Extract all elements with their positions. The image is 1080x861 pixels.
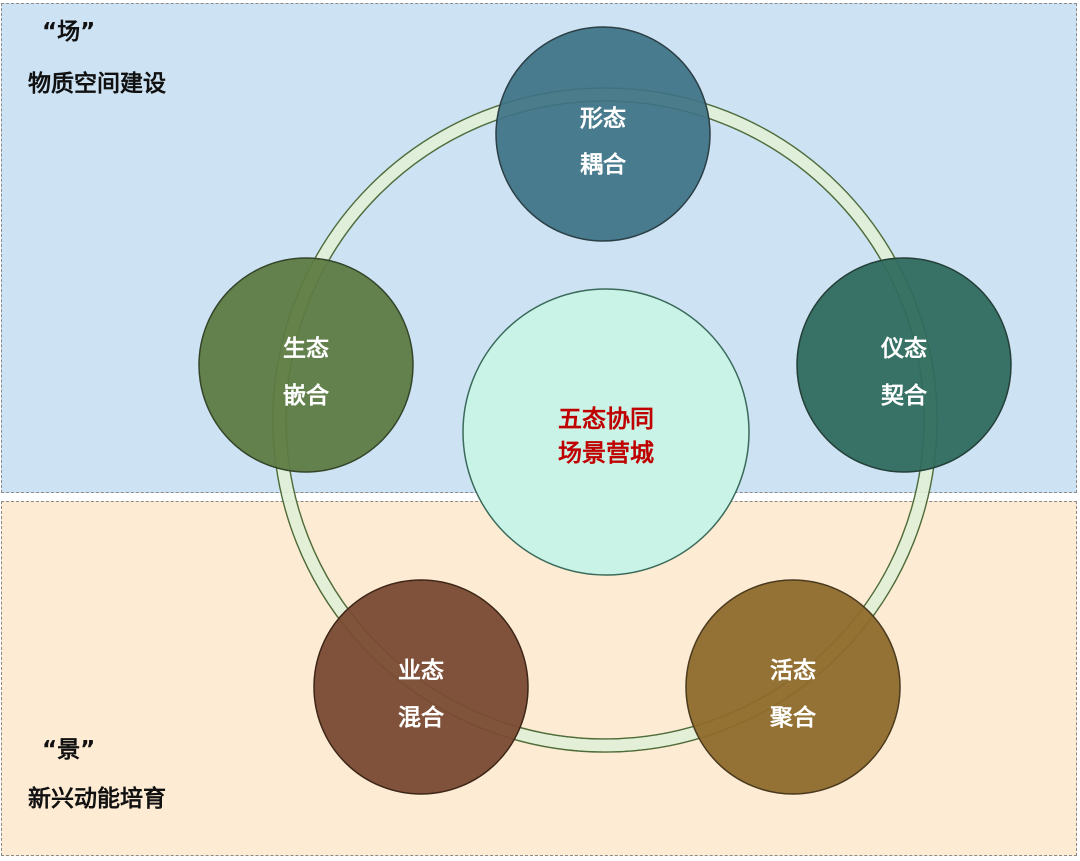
center-title-line2: 场景营城 (558, 439, 654, 467)
zone-top-subtitle: 物质空间建设 (28, 71, 166, 97)
node-form-line1: 形态 (580, 105, 626, 132)
node-ritual-line1: 仪态 (880, 335, 927, 362)
node-ecology: 生态 嵌合 (198, 257, 414, 473)
center-circle (462, 288, 750, 576)
node-form: 形态 耦合 (495, 26, 711, 242)
zone-bottom-quote: “景” (42, 737, 96, 763)
node-business-circle (313, 579, 529, 795)
node-activity-line1: 活态 (770, 657, 816, 684)
node-business-line1: 业态 (398, 657, 444, 684)
node-ecology-circle (198, 257, 414, 473)
node-ritual-circle (796, 257, 1012, 473)
node-ritual-line2: 契合 (880, 382, 928, 409)
node-ritual: 仪态 契合 (796, 257, 1012, 473)
center-title-line1: 五态协同 (558, 405, 654, 433)
node-business-line2: 混合 (398, 704, 445, 731)
node-ecology-line2: 嵌合 (283, 382, 330, 409)
node-activity: 活态 聚合 (685, 579, 901, 795)
node-business: 业态 混合 (313, 579, 529, 795)
node-ecology-line1: 生态 (283, 335, 329, 362)
node-form-line2: 耦合 (580, 151, 627, 178)
node-form-circle (495, 26, 711, 242)
node-activity-line2: 聚合 (769, 704, 817, 731)
node-activity-circle (685, 579, 901, 795)
zone-top-quote: “场” (42, 19, 96, 45)
zone-bottom-subtitle: 新兴动能培育 (28, 786, 166, 812)
